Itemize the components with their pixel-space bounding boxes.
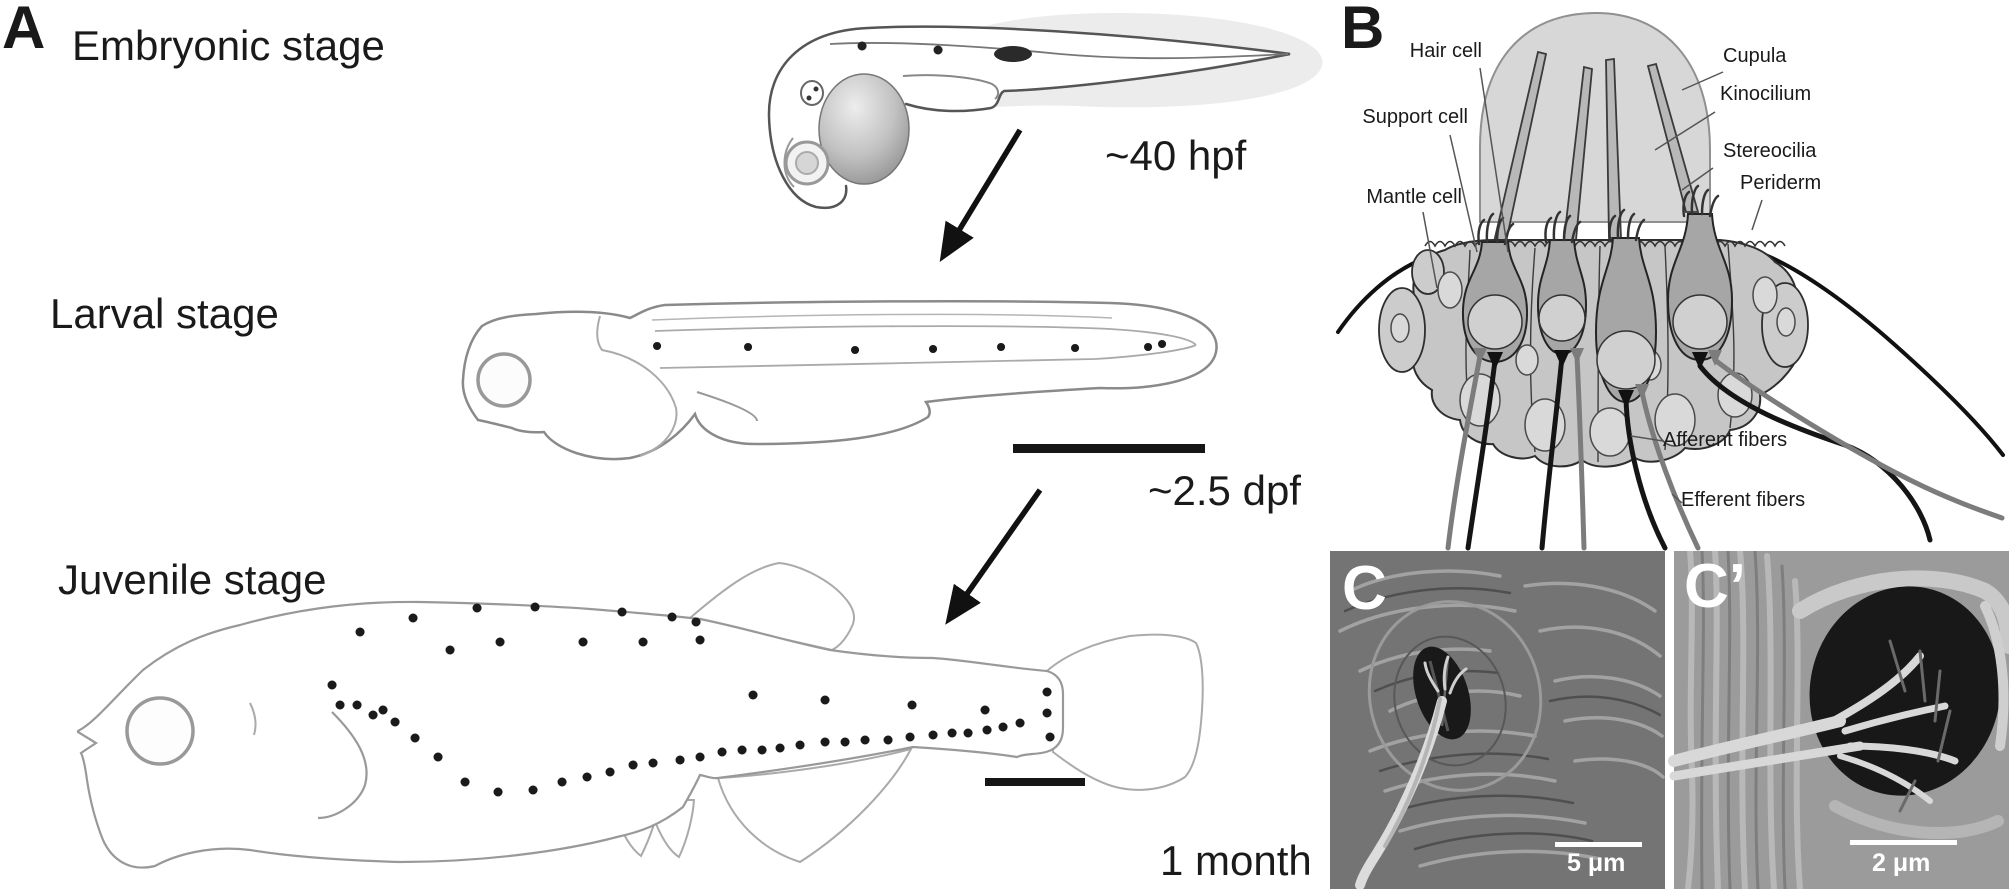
afferent-fibers-label: Afferent fibers bbox=[1663, 429, 1788, 451]
hair-cell-nuclei bbox=[1467, 294, 1728, 390]
larva-drawing bbox=[461, 300, 1218, 461]
sem-panel-c bbox=[1330, 551, 1665, 889]
juvenile-time-label: 1 month bbox=[1160, 837, 1312, 884]
juvenile-stage-label: Juvenile stage bbox=[58, 556, 327, 603]
panel-c-prime-letter: C’ bbox=[1684, 552, 1746, 621]
sem-panel-c-prime bbox=[1668, 551, 2009, 889]
embryo-drawing bbox=[767, 12, 1323, 210]
periderm-label: Periderm bbox=[1740, 172, 1822, 194]
sem-c-prime-scale-bar bbox=[1850, 840, 1957, 845]
sem-c-scale-label: 5 μm bbox=[1567, 849, 1626, 877]
arrow-larva-to-juvenile bbox=[945, 488, 1043, 625]
leader-lines bbox=[1422, 67, 1763, 504]
panel-c-letter: C bbox=[1342, 554, 1387, 623]
sem-c-scale-bar bbox=[1555, 842, 1642, 847]
support-cell-label: Support cell bbox=[1362, 106, 1468, 128]
juvenile-scale-bar bbox=[985, 778, 1085, 786]
larval-time-label: ~2.5 dpf bbox=[1148, 467, 1301, 514]
mantle-cell-label: Mantle cell bbox=[1366, 186, 1462, 208]
stereocilia-label: Stereocilia bbox=[1723, 140, 1817, 162]
larval-stage-label: Larval stage bbox=[50, 290, 279, 337]
panel-a-letter: A bbox=[2, 0, 46, 61]
juvenile-drawing bbox=[76, 561, 1204, 869]
sem-c-prime-scale-label: 2 μm bbox=[1872, 849, 1931, 877]
panel-b-letter: B bbox=[1341, 0, 1385, 61]
hair-cell-label: Hair cell bbox=[1409, 40, 1482, 62]
efferent-fibers-lines bbox=[1445, 353, 2005, 551]
panel-a-drawing bbox=[76, 12, 1323, 869]
sem-panels bbox=[1330, 551, 2009, 889]
cupula-label: Cupula bbox=[1723, 45, 1787, 67]
kinocilium-label: Kinocilium bbox=[1720, 83, 1812, 105]
larva-scale-bar bbox=[1013, 444, 1205, 453]
periderm-line-right bbox=[1756, 250, 2005, 457]
panel-b-drawing bbox=[1336, 11, 2005, 551]
arrow-embryo-to-larva bbox=[939, 128, 1023, 263]
embryonic-stage-label: Embryonic stage bbox=[72, 22, 385, 69]
efferent-fibers-label: Efferent fibers bbox=[1681, 489, 1806, 511]
embryonic-time-label: ~40 hpf bbox=[1105, 132, 1247, 179]
